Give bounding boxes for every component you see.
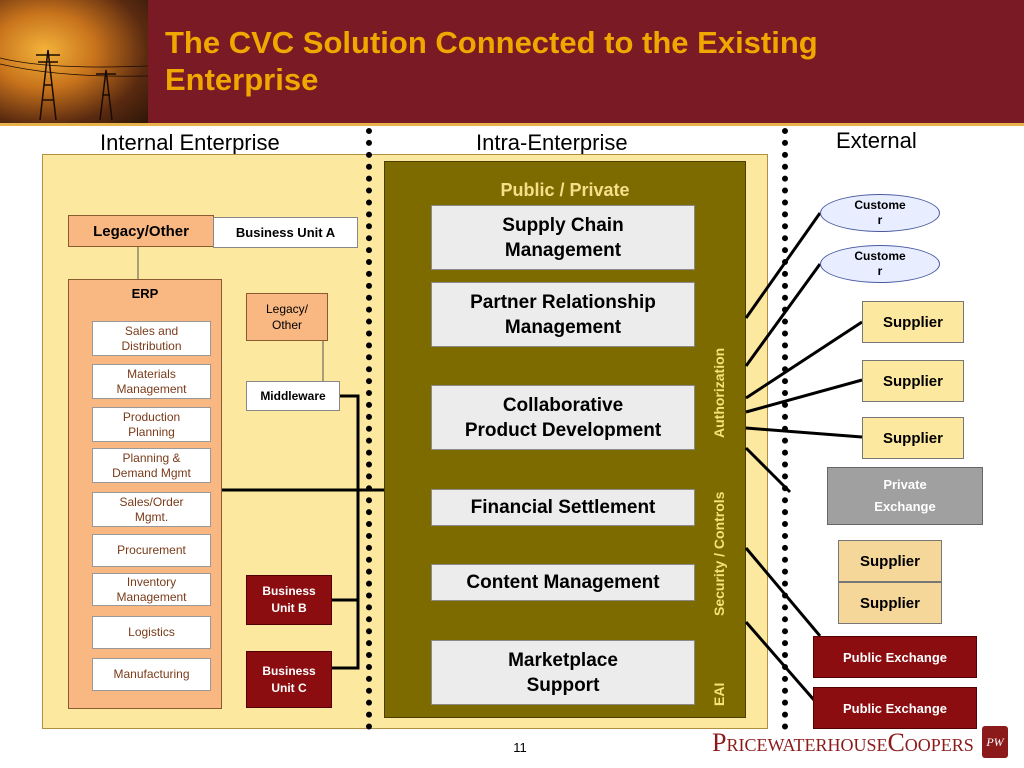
- module-line-1: Materials: [127, 366, 176, 381]
- box-line-2: Management: [504, 316, 622, 338]
- box-line-2: Management: [504, 239, 622, 261]
- erp-label: ERP: [131, 286, 159, 301]
- business-unit-b-box: Business Unit B: [246, 575, 332, 625]
- module-line-1: Inventory: [126, 574, 177, 589]
- box-line-1: Content Management: [466, 572, 660, 593]
- module-line-1: Logistics: [128, 625, 175, 639]
- module-line-1: Planning &: [122, 450, 181, 465]
- left-connectors: [137, 247, 324, 381]
- pwc-logo-mark-icon: PW: [982, 726, 1008, 758]
- power-tower-image: [0, 49, 148, 121]
- legacy-line-1: Legacy/: [265, 302, 309, 316]
- box-line-1: Collaborative: [502, 394, 624, 416]
- business-unit-a-box: Business Unit A: [213, 217, 358, 248]
- middleware-connectors: [221, 394, 384, 670]
- pwc-logo-text: PricewaterhouseCoopers: [712, 728, 974, 757]
- box-line-1: Marketplace: [508, 649, 618, 671]
- module-line-2: Mgmt.: [134, 509, 169, 524]
- separator-internal-intra: [366, 128, 372, 730]
- module-line-2: Demand Mgmt: [112, 465, 191, 480]
- content-management-box: Content Management: [431, 564, 695, 601]
- bu-c-line-1: Business: [262, 663, 316, 678]
- security-controls-label: Security / Controls: [711, 491, 727, 616]
- supplier-box-3: Supplier: [862, 417, 964, 459]
- slide-title: The CVC Solution Connected to the Existi…: [165, 24, 1005, 98]
- supplier-box-1: Supplier: [862, 301, 964, 343]
- external-connectors: [744, 212, 863, 701]
- customer-ellipse-1: Custome r: [820, 194, 940, 232]
- module-line-2: Management: [116, 589, 187, 604]
- erp-module-materials-management: Materials Management: [92, 364, 211, 399]
- module-line-1: Sales/Order: [119, 494, 184, 509]
- column-heading-external: External: [836, 128, 917, 153]
- private-exchange-box: Private Exchange: [827, 467, 983, 525]
- slide-number: 11: [513, 740, 527, 755]
- separator-intra-external: [782, 128, 788, 730]
- public-private-label: Public / Private: [500, 180, 630, 200]
- column-heading-internal: Internal Enterprise: [100, 130, 280, 155]
- supplier-box-5: Supplier: [838, 582, 942, 624]
- column-heading-intra: Intra-Enterprise: [476, 130, 628, 155]
- module-line-1: Manufacturing: [113, 667, 190, 681]
- private-exchange-line-1: Private: [883, 477, 927, 492]
- customer-line-1: Custome: [854, 198, 906, 212]
- header-rule: [0, 123, 1024, 126]
- customer-ellipse-2: Custome r: [820, 245, 940, 283]
- collaborative-product-development-box: Collaborative Product Development: [431, 385, 695, 450]
- middleware-box: Middleware: [246, 381, 340, 411]
- customer-line-1: Custome: [854, 249, 906, 263]
- public-exchange-box-2: Public Exchange: [813, 687, 977, 729]
- supplier-box-2: Supplier: [862, 360, 964, 402]
- bu-b-line-2: Unit B: [271, 601, 307, 615]
- legacy-other-small-box: Legacy/ Other: [246, 293, 328, 341]
- legacy-other-box: Legacy/Other: [68, 215, 214, 247]
- marketplace-support-box: Marketplace Support: [431, 640, 695, 705]
- slide-header: [0, 0, 1024, 126]
- erp-module-sales-distribution: Sales and Distribution: [92, 321, 211, 356]
- module-line-1: Production: [122, 409, 181, 424]
- private-exchange-line-2: Exchange: [874, 499, 936, 514]
- bu-c-line-2: Unit C: [271, 680, 307, 695]
- partner-relationship-management-box: Partner Relationship Management: [431, 282, 695, 347]
- module-line-2: Management: [116, 381, 187, 396]
- erp-module-logistics: Logistics: [92, 616, 211, 649]
- customer-line-2: r: [877, 213, 883, 227]
- module-line-1: Sales and: [124, 323, 179, 338]
- erp-module-planning-demand: Planning & Demand Mgmt: [92, 448, 211, 483]
- financial-settlement-box: Financial Settlement: [431, 489, 695, 526]
- erp-module-inventory-management: Inventory Management: [92, 573, 211, 606]
- box-line-2: Support: [526, 674, 600, 696]
- customer-line-2: r: [877, 264, 883, 278]
- erp-module-procurement: Procurement: [92, 534, 211, 567]
- public-exchange-box-1: Public Exchange: [813, 636, 977, 678]
- erp-module-manufacturing: Manufacturing: [92, 658, 211, 691]
- box-line-2: Product Development: [464, 419, 662, 441]
- business-unit-c-box: Business Unit C: [246, 651, 332, 708]
- eai-label: EAI: [711, 682, 727, 706]
- module-line-1: Procurement: [117, 543, 186, 557]
- slide-title-line-2: Enterprise: [165, 62, 319, 97]
- module-line-2: Planning: [128, 424, 175, 439]
- power-lines-photo: [0, 0, 148, 126]
- box-line-1: Financial Settlement: [470, 497, 656, 518]
- box-line-1: Partner Relationship: [470, 291, 656, 313]
- module-line-2: Distribution: [121, 338, 182, 353]
- box-line-1: Supply Chain: [502, 214, 624, 236]
- slide-title-line-1: The CVC Solution Connected to the Existi…: [165, 25, 818, 60]
- authorization-label: Authorization: [711, 347, 727, 438]
- supplier-box-4: Supplier: [838, 540, 942, 582]
- erp-module-sales-order: Sales/Order Mgmt.: [92, 492, 211, 527]
- bu-b-line-1: Business: [262, 584, 316, 598]
- legacy-line-2: Other: [271, 318, 302, 332]
- supply-chain-management-box: Supply Chain Management: [431, 205, 695, 270]
- erp-module-production-planning: Production Planning: [92, 407, 211, 442]
